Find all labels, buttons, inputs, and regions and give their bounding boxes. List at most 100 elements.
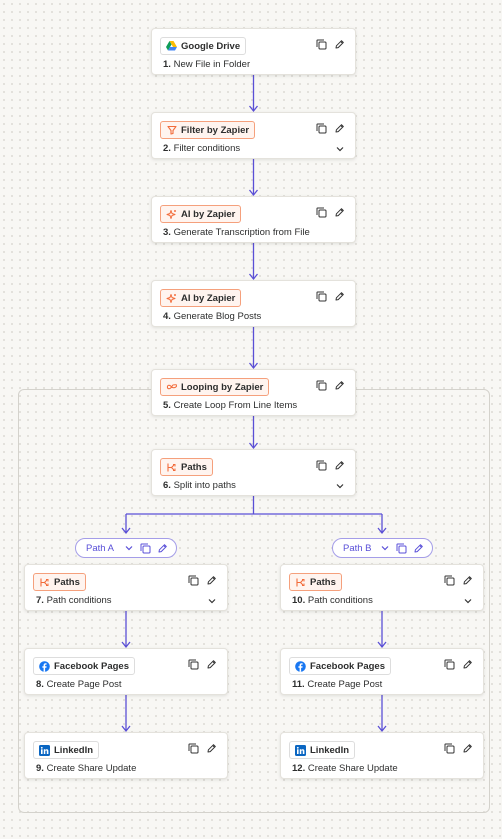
step-card-paths[interactable]: Paths 6. Split into paths	[151, 449, 356, 496]
app-name: LinkedIn	[54, 744, 94, 756]
path-pill-path-b[interactable]: Path B	[332, 538, 433, 558]
copy-icon[interactable]	[315, 122, 327, 134]
step-title-text: Split into paths	[173, 480, 236, 491]
copy-icon[interactable]	[140, 543, 151, 554]
app-badge: Filter by Zapier	[160, 121, 256, 139]
copy-icon[interactable]	[315, 459, 327, 471]
step-number: 6.	[163, 480, 171, 491]
edit-icon[interactable]	[205, 658, 217, 670]
app-name: AI by Zapier	[181, 292, 236, 304]
chevron-down-icon[interactable]	[463, 596, 473, 606]
copy-icon[interactable]	[187, 658, 199, 670]
copy-icon[interactable]	[315, 38, 327, 50]
step-actions	[443, 658, 473, 670]
step-title: 5. Create Loop From Line Items	[163, 400, 297, 411]
step-title-text: Filter conditions	[173, 143, 241, 154]
app-badge: Paths	[160, 458, 213, 476]
step-actions	[315, 122, 345, 134]
step-number: 8.	[36, 679, 44, 690]
app-name: Paths	[181, 461, 207, 473]
edit-icon[interactable]	[333, 38, 345, 50]
step-actions	[315, 38, 345, 50]
step-title-text: Create Share Update	[307, 763, 398, 774]
edit-icon[interactable]	[461, 574, 473, 586]
step-actions	[443, 574, 473, 586]
app-name: LinkedIn	[310, 744, 350, 756]
app-badge: AI by Zapier	[160, 205, 242, 223]
edit-icon[interactable]	[461, 658, 473, 670]
edit-icon[interactable]	[205, 742, 217, 754]
step-actions	[315, 459, 345, 471]
step-number: 11.	[292, 679, 305, 690]
paths-icon	[295, 577, 306, 588]
chevron-down-icon[interactable]	[335, 481, 345, 491]
step-actions	[315, 379, 345, 391]
copy-icon[interactable]	[396, 543, 407, 554]
edit-icon[interactable]	[157, 543, 168, 554]
step-actions	[315, 290, 345, 302]
step-actions	[187, 658, 217, 670]
app-badge: Google Drive	[160, 37, 247, 55]
connector-arrow	[248, 273, 259, 281]
app-name: Looping by Zapier	[181, 381, 264, 393]
step-card-ai-by-zapier[interactable]: AI by Zapier 3. Generate Transcription fr…	[151, 196, 356, 243]
linkedin-icon	[39, 744, 50, 756]
step-title: 11. Create Page Post	[292, 679, 382, 690]
copy-icon[interactable]	[443, 658, 455, 670]
chevron-down-icon[interactable]	[335, 144, 345, 154]
step-title-text: Create Share Update	[46, 763, 137, 774]
step-title-text: Create Page Post	[46, 679, 122, 690]
edit-icon[interactable]	[333, 379, 345, 391]
edit-icon[interactable]	[333, 290, 345, 302]
copy-icon[interactable]	[315, 206, 327, 218]
app-badge: Looping by Zapier	[160, 378, 270, 396]
step-title-text: Generate Blog Posts	[173, 311, 262, 322]
app-badge: LinkedIn	[289, 741, 356, 759]
ai-sparkle-icon	[166, 293, 177, 304]
app-badge: Paths	[33, 573, 86, 591]
edit-icon[interactable]	[333, 459, 345, 471]
ai-sparkle-icon	[166, 209, 177, 220]
copy-icon[interactable]	[315, 379, 327, 391]
chevron-down-icon[interactable]	[379, 543, 390, 554]
edit-icon[interactable]	[413, 543, 424, 554]
chevron-down-icon[interactable]	[207, 596, 217, 606]
step-card-filter-by-zapier[interactable]: Filter by Zapier 2. Filter conditions	[151, 112, 356, 159]
copy-icon[interactable]	[187, 742, 199, 754]
step-number: 5.	[163, 400, 171, 411]
path-pill-path-a[interactable]: Path A	[75, 538, 177, 558]
paths-icon	[166, 462, 177, 473]
step-card-ai-by-zapier[interactable]: AI by Zapier 4. Generate Blog Posts	[151, 280, 356, 327]
step-title: 3. Generate Transcription from File	[163, 227, 310, 238]
edit-icon[interactable]	[461, 742, 473, 754]
path-label: Path B	[343, 542, 372, 554]
app-badge: AI by Zapier	[160, 289, 242, 307]
chevron-down-icon[interactable]	[123, 543, 134, 554]
edit-icon[interactable]	[333, 206, 345, 218]
facebook-icon	[295, 660, 306, 672]
copy-icon[interactable]	[187, 574, 199, 586]
edit-icon[interactable]	[205, 574, 217, 586]
app-name: Facebook Pages	[54, 660, 129, 672]
step-title: 4. Generate Blog Posts	[163, 311, 261, 322]
step-number: 2.	[163, 143, 171, 154]
copy-icon[interactable]	[315, 290, 327, 302]
copy-icon[interactable]	[443, 574, 455, 586]
step-title: 6. Split into paths	[163, 480, 236, 491]
connector-arrow	[248, 362, 259, 370]
step-title-text: Create Page Post	[307, 679, 383, 690]
linkedin-icon	[295, 744, 306, 756]
copy-icon[interactable]	[443, 742, 455, 754]
edit-icon[interactable]	[333, 122, 345, 134]
app-badge: LinkedIn	[33, 741, 100, 759]
google-drive-icon	[166, 41, 177, 52]
step-card-facebook-pages[interactable]: Facebook Pages 8. Create Page Post	[24, 648, 228, 695]
step-card-looping-by-zapier[interactable]: Looping by Zapier 5. Create Loop From Lin…	[151, 369, 356, 416]
app-name: Filter by Zapier	[181, 124, 250, 136]
